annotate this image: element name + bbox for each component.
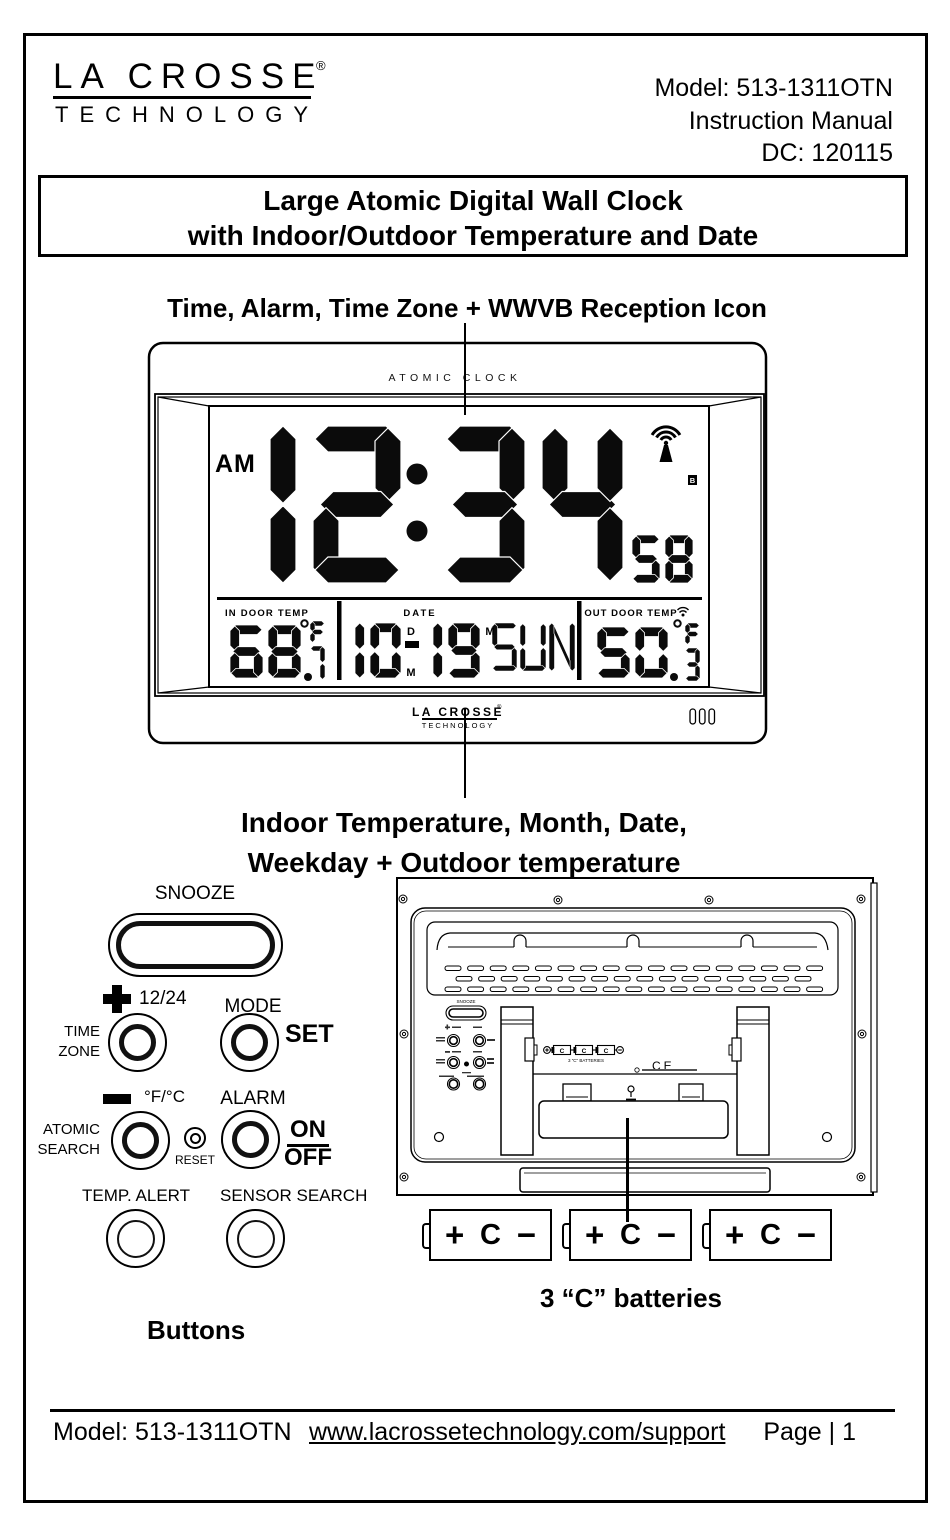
back-snooze-label: SNOOZE [456,999,475,1004]
mode-label: MODE [224,996,282,1017]
title-box: Large Atomic Digital Wall Clock with Ind… [38,175,908,257]
registered-mark-icon: ® [316,58,326,73]
clock-logo-reg: ® [497,704,502,711]
keyhole-icon [626,1085,636,1101]
callout-bottom-line [464,708,466,798]
clock-logo-line2: TECHNOLOGY [422,721,495,730]
battery-icon: +C− [702,1209,832,1261]
dc-code: DC: 120115 [761,139,893,167]
mode-button[interactable] [220,1013,279,1072]
callout-top-line [464,323,466,415]
atomic-search-button[interactable] [111,1111,170,1170]
brand-logo-line2: TECHNOLOGY [55,102,320,127]
reset-label: RESET [174,1153,215,1167]
alarm-label: ALARM [220,1088,286,1109]
stand-left [500,1006,538,1156]
sensor-search-label: SENSOR SEARCH [220,1186,368,1205]
callout-top-label: Time, Alarm, Time Zone + WWVB Reception … [167,293,767,323]
battery-indicator-icon: B [690,476,696,485]
battery-cover [538,1083,729,1139]
svg-text:C: C [604,1048,609,1055]
speaker-slots [689,708,716,725]
time-zone-button[interactable] [108,1013,167,1072]
antenna-dot [663,440,669,446]
footer-model: Model: 513-1311OTN [53,1418,292,1446]
clock-logo-line1: LA CROSSE [412,705,504,719]
battery-icon: +C− [562,1209,692,1261]
sensor-search-button[interactable] [226,1209,285,1268]
am-indicator: AM [215,450,256,478]
fc-label: °F/°C [144,1087,185,1106]
date-month-marker: M [485,626,494,638]
date-month-marker-low: M [406,667,415,679]
vent-slots [444,965,824,992]
plus-icon [103,985,131,1013]
outdoor-signal-icon [676,606,690,614]
model-number: Model: 513-1311OTN [654,74,893,102]
battery-caption: 3 “C” batteries [539,1283,723,1313]
footer-link[interactable]: www.lacrossetechnology.com/support [309,1418,726,1446]
brand-underline [53,96,311,99]
brand-logo-line1: LA CROSSE [53,57,324,96]
minus-icon [103,1094,131,1104]
wwvb-reception-icon [650,425,682,441]
header-info: Model: 513-1311OTN Instruction Manual DC… [654,72,893,170]
manual-label: Instruction Manual [688,106,893,135]
clock-brand-top: ATOMIC CLOCK [389,372,522,384]
clock-front-illustration: ATOMIC CLOCK AM B IN DOOR TEMP DATE OUT … [147,341,768,745]
on-label: ON [287,1116,329,1147]
alarm-button[interactable] [221,1110,280,1169]
page-border [23,33,928,1503]
battery-icon: +C− [422,1209,552,1261]
date-day-marker: D [407,626,415,638]
reset-button[interactable] [184,1127,206,1149]
svg-text:C: C [582,1048,587,1055]
battery-series-icon [543,1044,624,1056]
snooze-button[interactable] [108,913,283,977]
plus-12-24-label: 12/24 [139,988,187,1009]
temp-alert-button[interactable] [106,1209,165,1268]
title-line2: with Indoor/Outdoor Temperature and Date [187,220,759,251]
set-label: SET [285,1020,334,1048]
back-batteries-label: 3 "C" BATTERIES [568,1058,604,1063]
buttons-caption: Buttons [147,1315,246,1345]
footer-page: Page | 1 [763,1418,856,1446]
indoor-temp-label: IN DOOR TEMP [225,608,309,619]
title-line1: Large Atomic Digital Wall Clock [263,185,683,216]
stand-right [728,1006,770,1156]
antenna-tower [659,445,673,462]
off-label: OFF [284,1144,332,1171]
svg-text:C: C [560,1048,565,1055]
temp-alert-label: TEMP. ALERT [82,1186,191,1205]
callout-battery-line [626,1118,629,1222]
outdoor-temp-label: OUT DOOR TEMP [584,608,677,619]
date-label: DATE [403,608,436,619]
clock-back-illustration: SNOOZE C C C 3 "C" BATTERIES CE [396,877,878,1196]
footer-rule [50,1409,895,1412]
callout-bottom-label: Indoor Temperature, Month, Date, Weekday… [241,807,687,878]
snooze-label: SNOOZE [154,883,236,904]
